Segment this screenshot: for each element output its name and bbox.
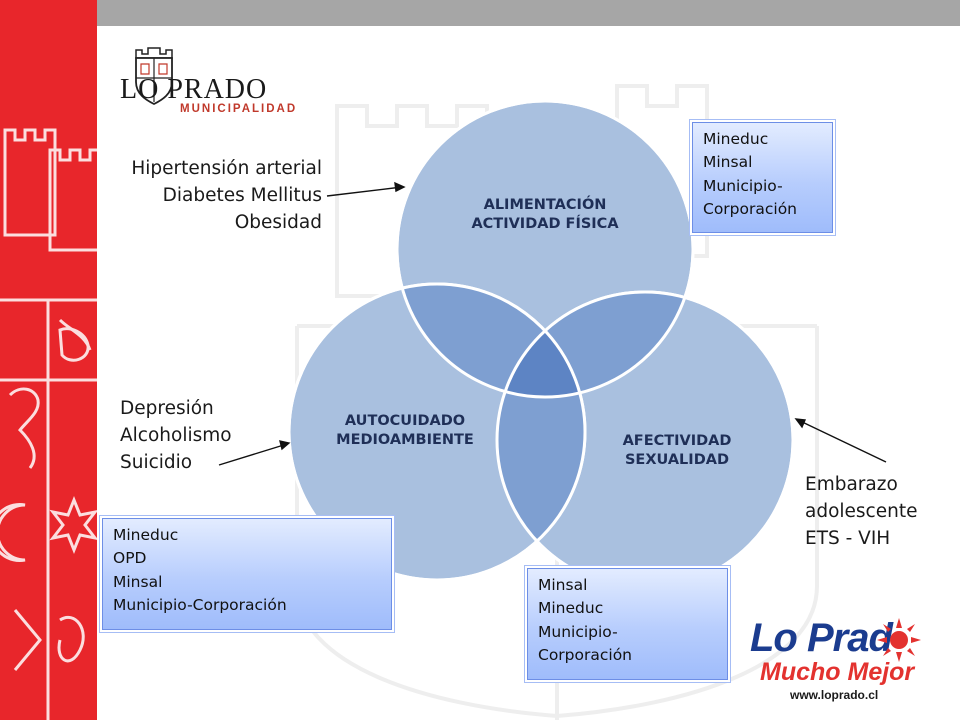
annotation-line: Hipertensión arterial: [131, 158, 322, 179]
municipal-seal-icon: [135, 47, 173, 106]
annotation-mid-left: Depresión Alcoholismo Suicidio: [120, 396, 232, 476]
circle-label-line: ACTIVIDAD FÍSICA: [471, 215, 619, 232]
box-line: Municipio-Corporación: [113, 595, 287, 614]
sun-icon: [877, 618, 921, 662]
box-line: Corporación: [538, 645, 633, 664]
red-decorative-strip: [0, 0, 97, 720]
box-line: Minsal: [538, 576, 588, 594]
annotation-line: Alcoholismo: [120, 424, 232, 446]
box-line: Minsal: [703, 153, 753, 172]
box-line: Mineduc: [113, 526, 179, 544]
circle-label-alimentacion: ALIMENTACIÓN ACTIVIDAD FÍSICA: [440, 196, 650, 234]
municipal-logo-title: LO PRADO: [120, 74, 268, 105]
annotation-line: Diabetes Mellitus: [162, 184, 322, 206]
circle-label-autocuidado: AUTOCUIDADO MEDIOAMBIENTE: [300, 412, 510, 450]
circle-label-line: AFECTIVIDAD: [622, 433, 732, 449]
annotation-top-left: Hipertensión arterial Diabetes Mellitus …: [100, 156, 322, 236]
brand-url: www.loprado.cl: [790, 688, 879, 702]
circle-label-line: MEDIOAMBIENTE: [336, 431, 474, 448]
arrow-right: [797, 419, 887, 463]
box-line: Mineduc: [703, 130, 769, 148]
institutions-box-bottom-left: Mineduc OPD Minsal Municipio-Corporación: [102, 518, 392, 630]
annotation-line: adolescente: [805, 500, 918, 522]
circle-label-line: AUTOCUIDADO: [344, 413, 466, 429]
annotation-line: Suicidio: [120, 451, 193, 473]
arrow-top-left: [326, 186, 403, 197]
coat-of-arms-pattern: [0, 128, 97, 720]
annotation-line: Embarazo: [805, 474, 898, 495]
box-line: Municipio-: [538, 622, 618, 641]
brand-slogan: Mucho Mejor: [760, 658, 915, 686]
annotation-line: ETS - VIH: [805, 527, 891, 549]
arrow-mid-left: [218, 443, 288, 466]
top-bar: [97, 0, 960, 26]
annotation-line: Depresión: [120, 398, 214, 419]
institutions-box-bottom-center: Minsal Mineduc Municipio- Corporación: [527, 568, 728, 680]
overlap-top-left: [397, 284, 585, 397]
annotation-right: Embarazo adolescente ETS - VIH: [805, 472, 917, 552]
box-line: Mineduc: [538, 599, 604, 618]
box-line: Minsal: [113, 572, 163, 591]
brand-logo-name: Lo Prad: [750, 616, 893, 660]
municipal-logo-subtitle: MUNICIPALIDAD: [180, 103, 298, 115]
annotation-line: Obesidad: [234, 211, 322, 233]
box-line: Municipio-: [703, 176, 783, 195]
circle-label-line: ALIMENTACIÓN: [483, 197, 607, 213]
circle-label-afectividad: AFECTIVIDAD SEXUALIDAD: [572, 432, 782, 470]
institutions-box-top-right: Mineduc Minsal Municipio- Corporación: [692, 122, 833, 233]
circle-label-line: SEXUALIDAD: [624, 451, 729, 468]
box-line: Corporación: [703, 199, 798, 218]
box-line: OPD: [113, 549, 147, 568]
